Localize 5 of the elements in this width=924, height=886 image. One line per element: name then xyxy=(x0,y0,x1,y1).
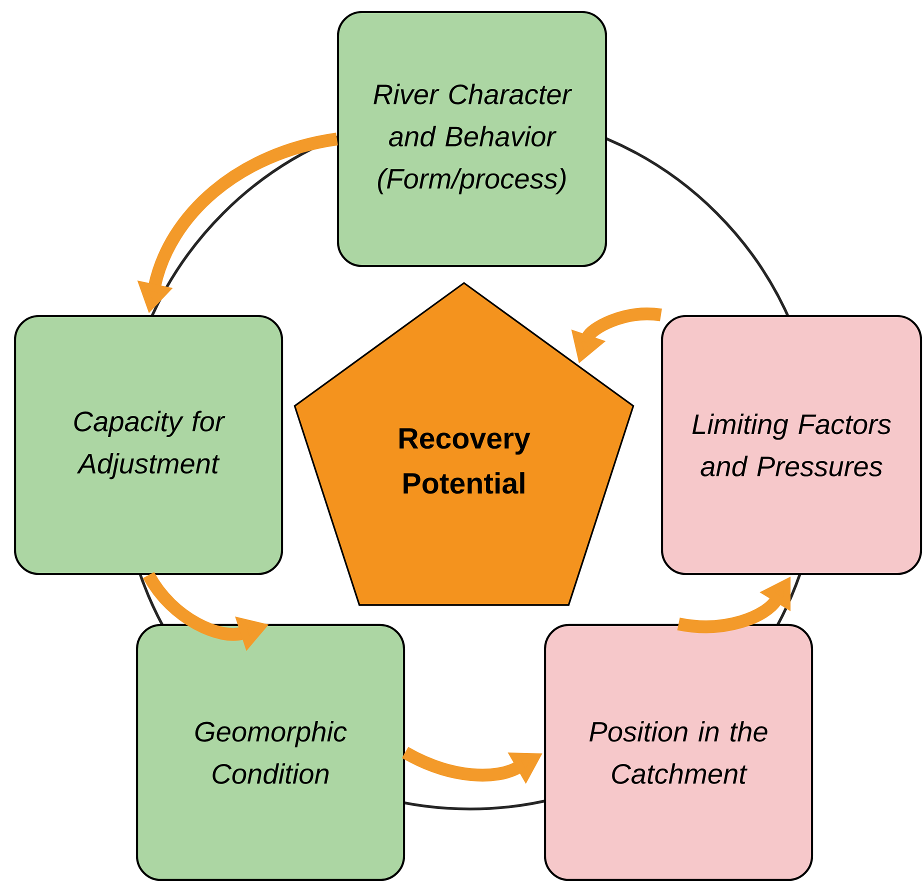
process-box: Capacity for Adjustment xyxy=(14,314,284,576)
process-box: River Character and Behavior (Form/process) xyxy=(336,10,608,268)
process-box: Geomorphic Condition xyxy=(136,624,406,882)
process-box: Limiting Factors and Pressures xyxy=(660,314,922,576)
process-box: Position in the Catchment xyxy=(544,624,814,882)
